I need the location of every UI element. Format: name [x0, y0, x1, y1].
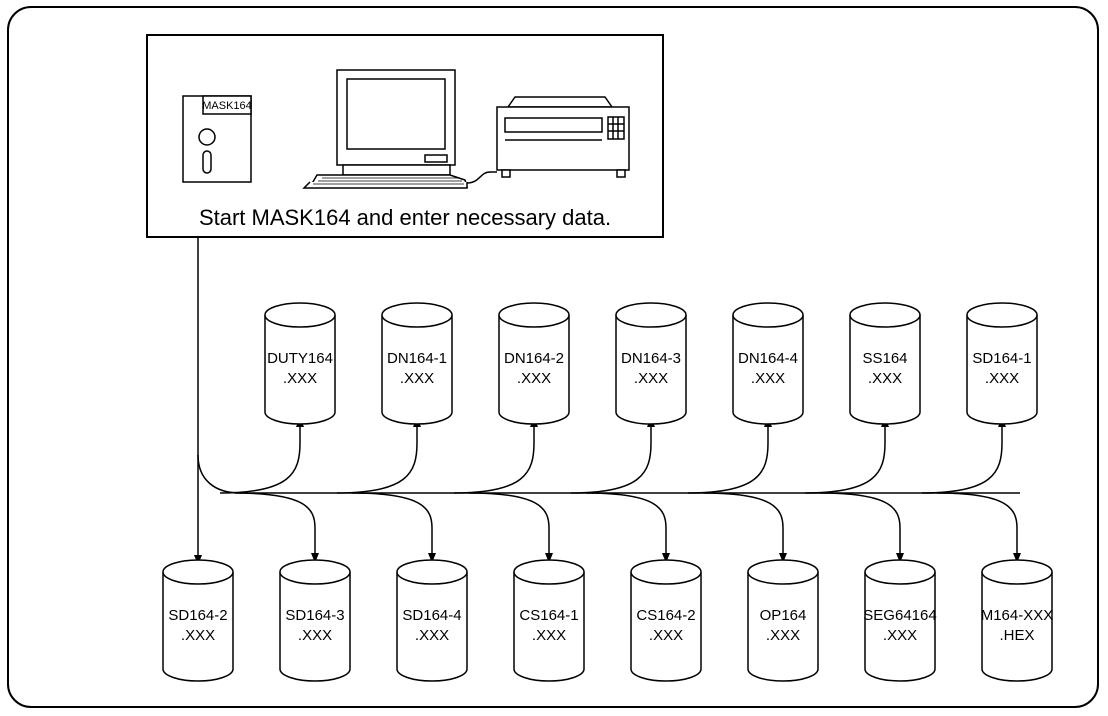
file-cylinder: DN164-4 .XXX	[732, 302, 804, 425]
file-name: M164-XXX	[981, 607, 1054, 624]
file-extension: .XXX	[400, 370, 434, 387]
file-extension: .XXX	[517, 370, 551, 387]
file-extension: .XXX	[532, 627, 566, 644]
file-name: SD164-2	[168, 607, 227, 624]
file-name: SEG64164	[863, 607, 936, 624]
file-extension: .XXX	[751, 370, 785, 387]
file-name: SD164-4	[402, 607, 461, 624]
file-name: OP164	[760, 607, 807, 624]
file-name: DN164-2	[504, 350, 564, 367]
computer-icon	[302, 69, 497, 189]
file-name: SS164	[862, 350, 907, 367]
file-name: CS164-2	[636, 607, 695, 624]
file-extension: .XXX	[868, 370, 902, 387]
diagram-frame	[7, 6, 1099, 708]
top-file-row: DUTY164.XXXDN164-1.XXXDN164-2.XXXDN164-3…	[264, 302, 1038, 425]
file-cylinder: CS164-2 .XXX	[630, 559, 702, 682]
floppy-disk-icon: MASK164	[182, 95, 252, 183]
file-extension: .XXX	[298, 627, 332, 644]
file-extension: .HEX	[999, 627, 1034, 644]
file-extension: .XXX	[766, 627, 800, 644]
file-extension: .XXX	[415, 627, 449, 644]
file-name: DN164-3	[621, 350, 681, 367]
file-cylinder: SEG64164 .XXX	[863, 559, 937, 682]
file-cylinder: OP164 .XXX	[747, 559, 819, 682]
file-cylinder: DUTY164 .XXX	[264, 302, 336, 425]
file-cylinder: CS164-1 .XXX	[513, 559, 585, 682]
file-extension: .XXX	[283, 370, 317, 387]
file-cylinder: SD164-2 .XXX	[162, 559, 234, 682]
file-name: DN164-1	[387, 350, 447, 367]
file-cylinder: DN164-2 .XXX	[498, 302, 570, 425]
file-cylinder: SS164 .XXX	[849, 302, 921, 425]
file-name: DN164-4	[738, 350, 798, 367]
setup-caption: Start MASK164 and enter necessary data.	[199, 205, 611, 230]
file-cylinder: DN164-1 .XXX	[381, 302, 453, 425]
file-name: CS164-1	[519, 607, 578, 624]
file-extension: .XXX	[985, 370, 1019, 387]
file-cylinder: DN164-3 .XXX	[615, 302, 687, 425]
bottom-file-row: SD164-2.XXXSD164-3.XXXSD164-4.XXXCS164-1…	[162, 559, 1054, 682]
setup-panel: MASK164	[146, 34, 664, 238]
file-name: SD164-1	[972, 350, 1031, 367]
file-cylinder: SD164-3 .XXX	[279, 559, 351, 682]
file-extension: .XXX	[181, 627, 215, 644]
file-name: DUTY164	[267, 350, 333, 367]
file-cylinder: M164-XXX .HEX	[981, 559, 1054, 682]
file-extension: .XXX	[634, 370, 668, 387]
file-extension: .XXX	[649, 627, 683, 644]
printer-icon	[496, 96, 630, 178]
file-name: SD164-3	[285, 607, 344, 624]
disk-label: MASK164	[202, 100, 252, 112]
file-extension: .XXX	[883, 627, 917, 644]
file-cylinder: SD164-4 .XXX	[396, 559, 468, 682]
data-flow-connectors	[194, 237, 1021, 565]
file-cylinder: SD164-1 .XXX	[966, 302, 1038, 425]
